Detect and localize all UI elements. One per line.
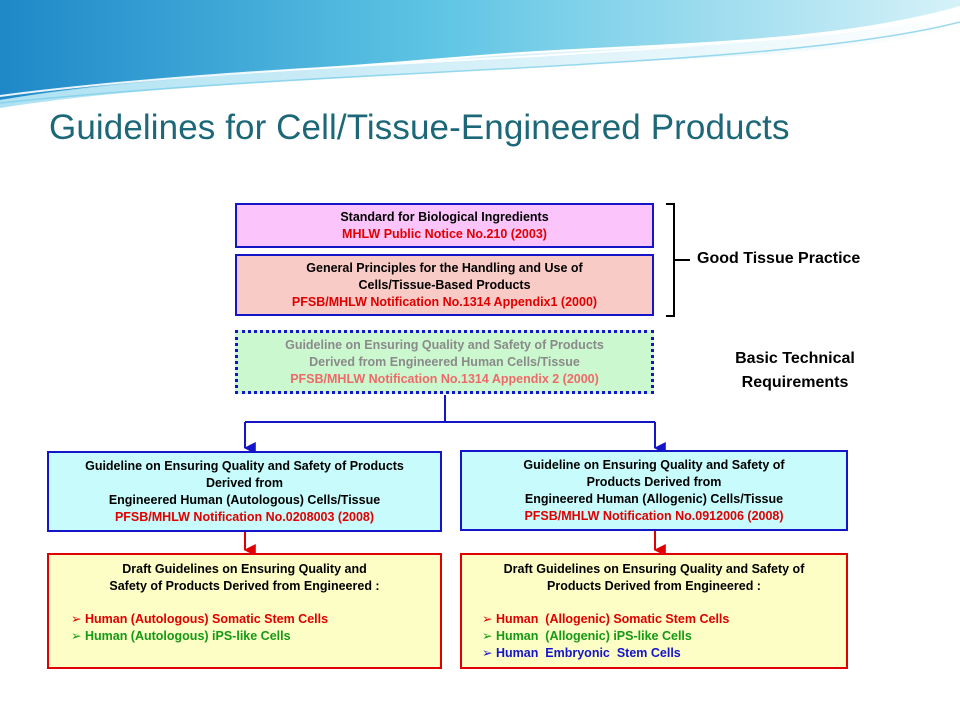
draft-allogenic-line2: Products Derived from Engineered : xyxy=(547,579,761,593)
box-general-principles: General Principles for the Handling and … xyxy=(235,254,654,316)
draft-autologous-item-somatic: Human (Autologous) Somatic Stem Cells xyxy=(84,612,329,626)
box-engineered-title-line2: Derived from Engineered Human Cells/Tiss… xyxy=(309,354,580,369)
label-basic-technical-requirements: Basic Technical Requirements xyxy=(712,347,878,395)
box-draft-allogenic: Draft Guidelines on Ensuring Quality and… xyxy=(460,553,848,669)
draft-allogenic-item-ips: Human (Allogenic) iPS-like Cells xyxy=(495,629,692,643)
box-allogenic-line3: Engineered Human (Allogenic) Cells/Tissu… xyxy=(524,491,784,506)
bullet-arrow-icon: ➢ xyxy=(482,629,493,643)
box-allogenic-line2: Products Derived from xyxy=(586,474,722,489)
box-draft-autologous: Draft Guidelines on Ensuring Quality and… xyxy=(47,553,442,669)
bullet-arrow-icon: ➢ xyxy=(71,629,82,643)
box-standard-title: Standard for Biological Ingredients xyxy=(340,209,549,224)
bullet-arrow-icon: ➢ xyxy=(482,646,493,660)
draft-autologous-line2: Safety of Products Derived from Engineer… xyxy=(109,579,380,593)
header-wave-decoration xyxy=(0,0,960,108)
draft-allogenic-item-somatic: Human (Allogenic) Somatic Stem Cells xyxy=(495,612,730,626)
box-autologous-line1: Guideline on Ensuring Quality and Safety… xyxy=(85,458,404,473)
box-standard-notice: MHLW Public Notice No.210 (2003) xyxy=(342,226,547,241)
page-title: Guidelines for Cell/Tissue-Engineered Pr… xyxy=(49,108,790,147)
box-guideline-allogenic: Guideline on Ensuring Quality and Safety… xyxy=(460,450,848,531)
box-guideline-autologous: Guideline on Ensuring Quality and Safety… xyxy=(47,451,442,532)
good-tissue-practice-bracket xyxy=(666,203,675,317)
label-good-tissue-practice: Good Tissue Practice xyxy=(697,250,861,267)
draft-allogenic-item-embryonic: Human Embryonic Stem Cells xyxy=(495,646,681,660)
draft-allogenic-list: ➢ Human (Allogenic) Somatic Stem Cells ➢… xyxy=(482,611,729,662)
label-btr-line2: Requirements xyxy=(741,374,849,391)
draft-allogenic-line1: Draft Guidelines on Ensuring Quality and… xyxy=(503,562,805,576)
box-autologous-notice: PFSB/MHLW Notification No.0208003 (2008) xyxy=(114,509,375,524)
box-engineered-title-line1: Guideline on Ensuring Quality and Safety… xyxy=(285,337,604,352)
box-general-title-line1: General Principles for the Handling and … xyxy=(306,260,583,275)
box-autologous-line3: Engineered Human (Autologous) Cells/Tiss… xyxy=(108,492,381,507)
box-standard-biological-ingredients: Standard for Biological Ingredients MHLW… xyxy=(235,203,654,248)
draft-autologous-list: ➢ Human (Autologous) Somatic Stem Cells … xyxy=(71,611,328,645)
box-allogenic-line1: Guideline on Ensuring Quality and Safety… xyxy=(523,457,785,472)
box-autologous-line2: Derived from xyxy=(205,475,284,490)
box-general-title-line2: Cells/Tissue-Based Products xyxy=(358,277,531,292)
list-item: ➢ Human (Allogenic) iPS-like Cells xyxy=(482,628,729,645)
draft-autologous-line1: Draft Guidelines on Ensuring Quality and xyxy=(122,562,367,576)
box-guideline-engineered-cells: Guideline on Ensuring Quality and Safety… xyxy=(235,330,654,394)
bullet-arrow-icon: ➢ xyxy=(482,612,493,626)
list-item: ➢ Human (Autologous) Somatic Stem Cells xyxy=(71,611,328,628)
draft-autologous-item-ips: Human (Autologous) iPS-like Cells xyxy=(84,629,291,643)
bullet-arrow-icon: ➢ xyxy=(71,612,82,626)
list-item: ➢ Human (Autologous) iPS-like Cells xyxy=(71,628,328,645)
list-item: ➢ Human (Allogenic) Somatic Stem Cells xyxy=(482,611,729,628)
label-btr-line1: Basic Technical xyxy=(735,350,855,367)
box-allogenic-notice: PFSB/MHLW Notification No.0912006 (2008) xyxy=(524,508,784,523)
box-engineered-notice: PFSB/MHLW Notification No.1314 Appendix … xyxy=(290,371,599,386)
box-general-notice: PFSB/MHLW Notification No.1314 Appendix1… xyxy=(291,294,598,309)
list-item: ➢ Human Embryonic Stem Cells xyxy=(482,645,729,662)
